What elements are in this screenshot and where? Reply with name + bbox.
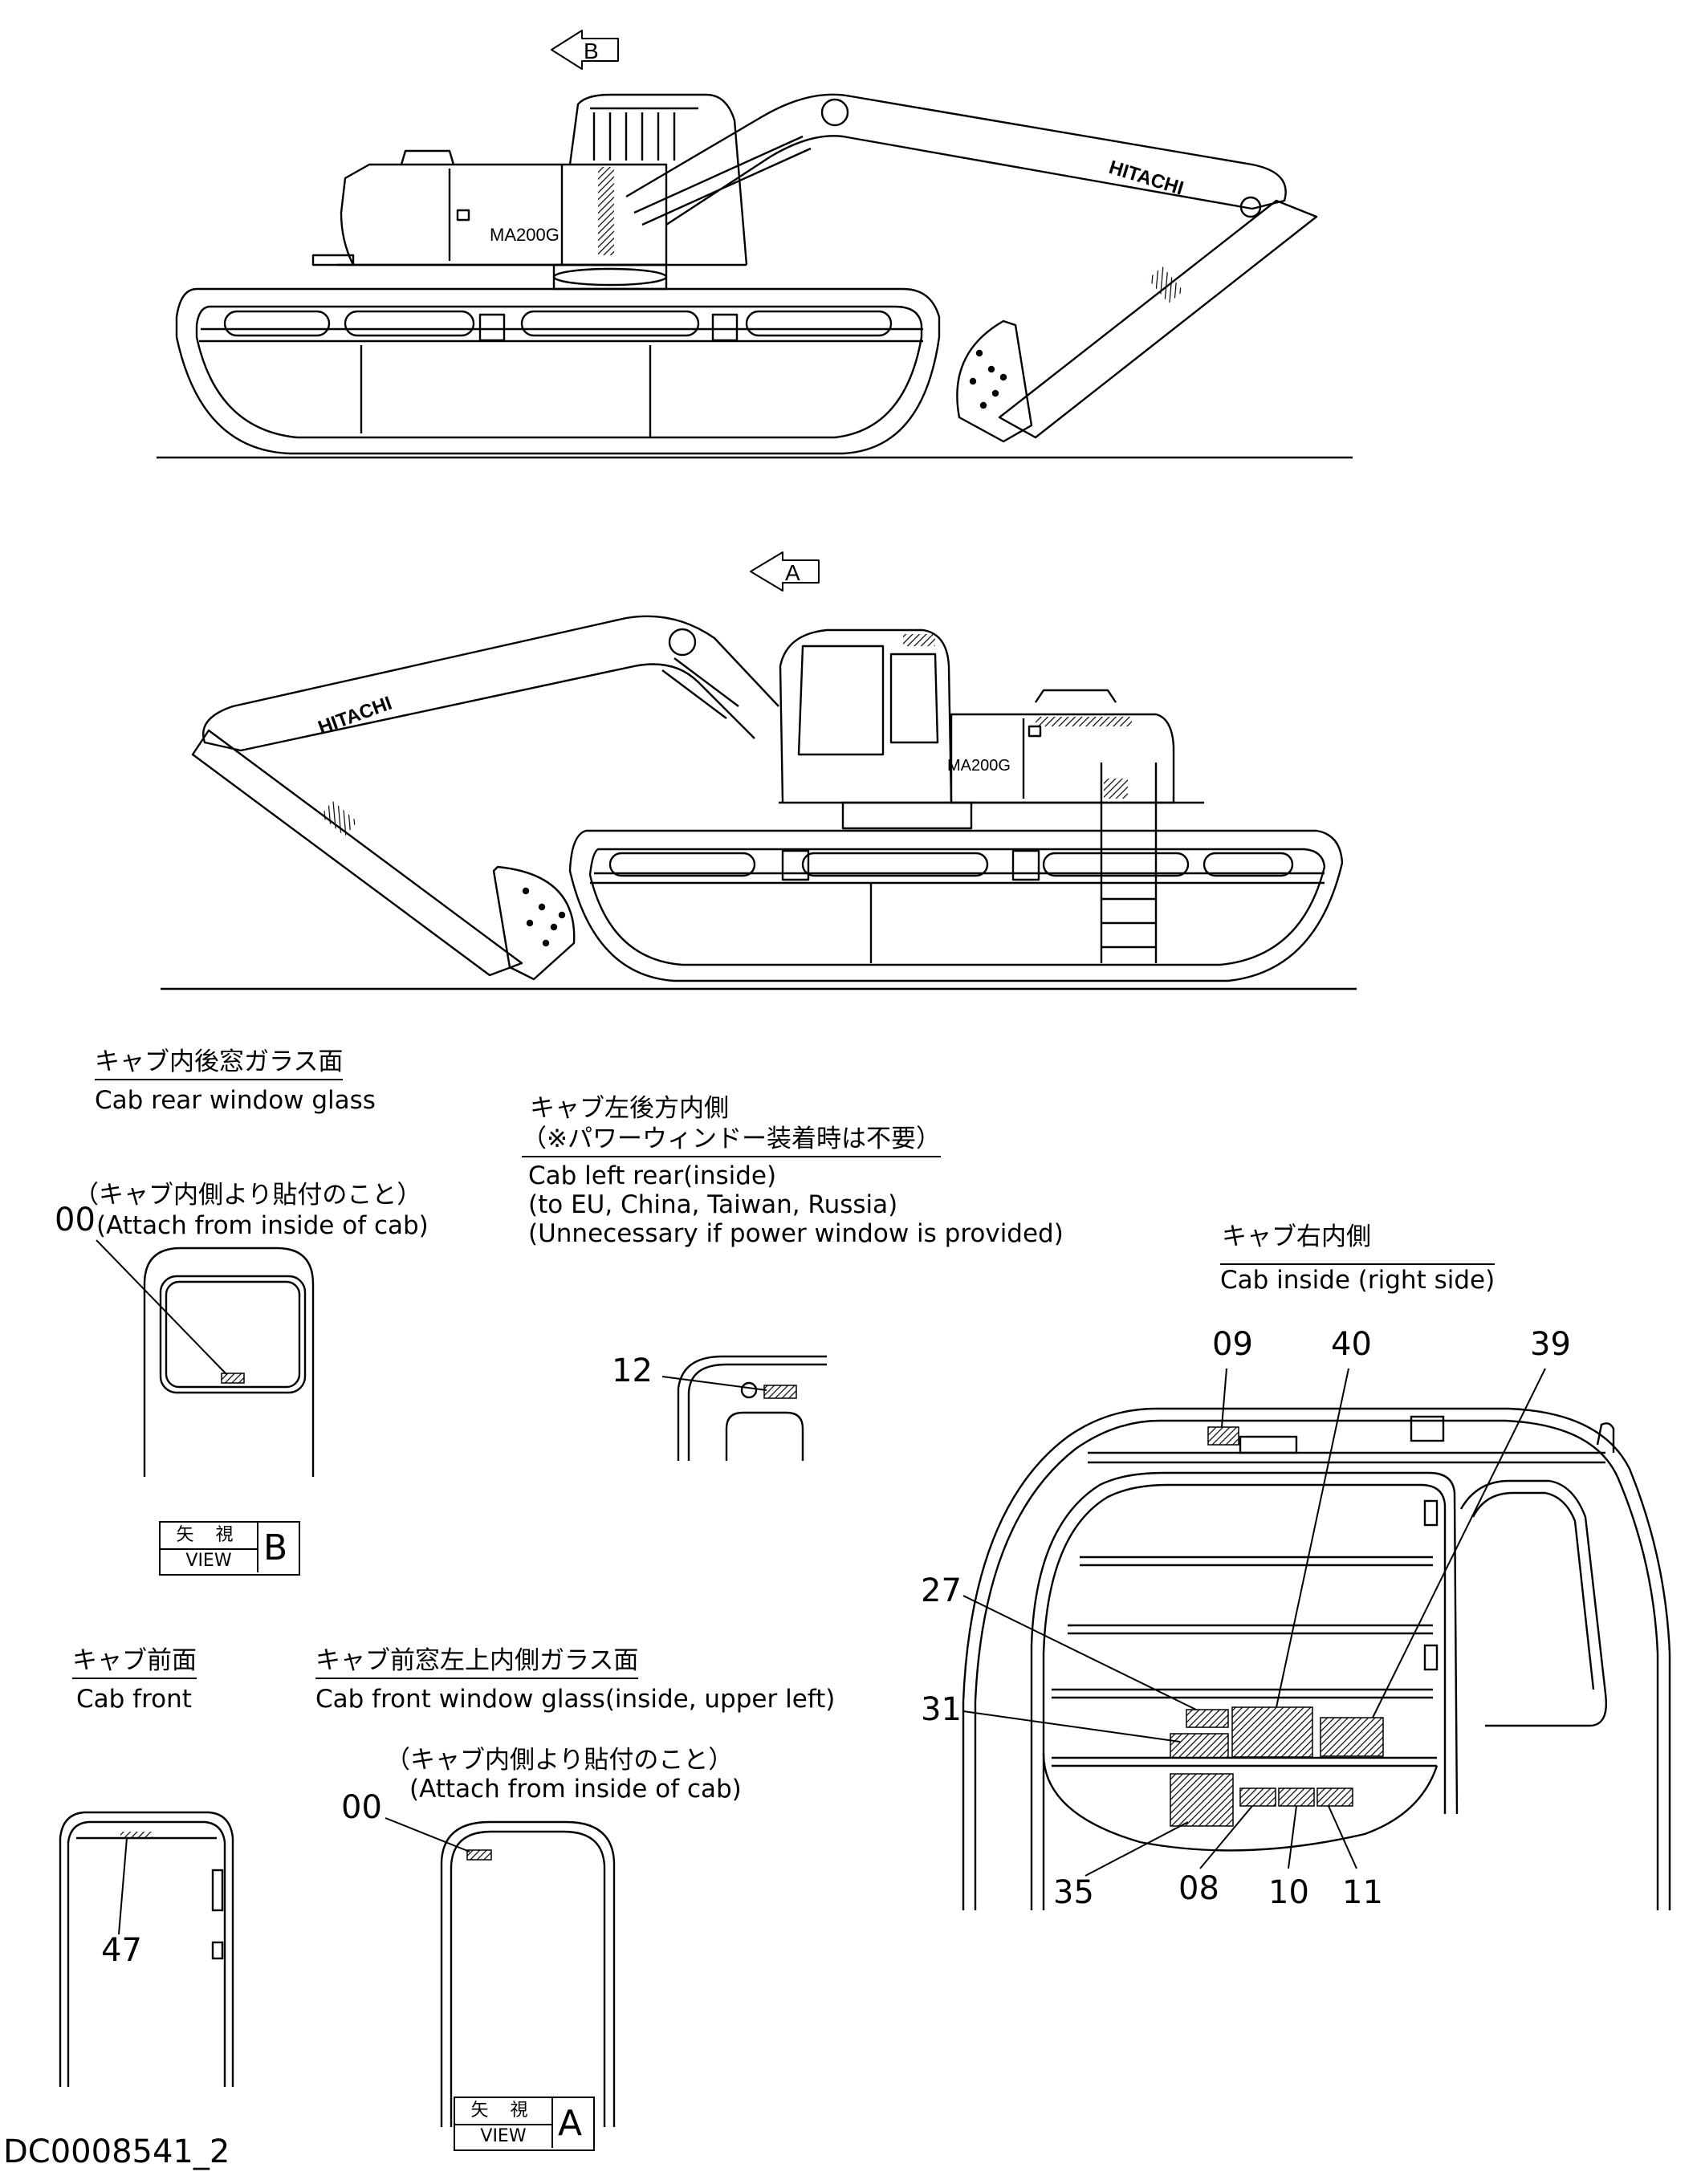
view-a-ja: 矢 視 <box>455 2098 553 2125</box>
part-number-label: 00 <box>341 1789 382 1826</box>
left-rear-line3: (Unnecessary if power window is provided… <box>528 1219 1064 1248</box>
left-rear-line2: (to EU, China, Taiwan, Russia) <box>528 1190 898 1219</box>
part-number-label: 12 <box>612 1352 653 1389</box>
drawing-code: DC0008541_2 <box>3 2133 230 2170</box>
svg-text:HITACHI: HITACHI <box>1106 157 1186 200</box>
part-number-label: 09 <box>1212 1326 1253 1363</box>
left-rear-line1: Cab left rear(inside) <box>528 1161 777 1190</box>
rear-glass-note-ja: （キャブ内側より貼付のこと） <box>74 1181 422 1210</box>
part-number-label: 11 <box>1342 1874 1383 1911</box>
side-view-right: MA200G HITACHI B <box>157 30 1353 459</box>
part-number-label: 40 <box>1331 1326 1372 1363</box>
part-number-label: 35 <box>1053 1874 1094 1911</box>
view-b-letter: B <box>263 1527 288 1568</box>
view-b-box: 矢 視 VIEW B <box>159 1521 300 1576</box>
rear-glass-title-en: Cab rear window glass <box>95 1086 376 1115</box>
cab-front-drawing <box>59 1811 234 2087</box>
right-inside-title-ja: キャブ右内側 <box>1222 1222 1371 1251</box>
left-rear-note-ja: （※パワーウィンドー装着時は不要） <box>522 1125 941 1157</box>
right-inside-title-en: Cab inside (right side) <box>1220 1263 1495 1295</box>
part-number-label: 00 <box>55 1202 96 1238</box>
view-a-en: VIEW <box>455 2125 553 2148</box>
front-glass-note-en: (Attach from inside of cab) <box>409 1775 742 1804</box>
view-a-box: 矢 視 VIEW A <box>454 2097 595 2151</box>
svg-text:A: A <box>785 560 800 585</box>
svg-text:HITACHI: HITACHI <box>315 693 395 739</box>
front-glass-title-en: Cab front window glass(inside, upper lef… <box>315 1685 836 1714</box>
side-view-left: MA200G HITACHI A <box>161 551 1357 990</box>
left-rear-drawing <box>661 1355 827 1461</box>
view-b-en: VIEW <box>161 1550 258 1572</box>
front-window-drawing <box>385 1817 616 2127</box>
svg-text:MA200G: MA200G <box>947 757 1011 775</box>
cab-front-title-ja: キャブ前面 <box>72 1646 197 1679</box>
rear-glass-title-ja: キャブ内後窓ガラス面 <box>95 1047 344 1080</box>
svg-text:MA200G: MA200G <box>490 225 560 245</box>
part-number-label: 10 <box>1268 1874 1309 1911</box>
front-glass-title-ja: キャブ前窓左上内側ガラス面 <box>315 1646 639 1679</box>
view-b-ja: 矢 視 <box>161 1523 258 1550</box>
rear-window-drawing <box>96 1239 315 1477</box>
cab-right-drawing <box>962 1368 1671 1910</box>
svg-text:B: B <box>584 39 599 63</box>
cab-front-title-en: Cab front <box>76 1685 192 1714</box>
part-number-label: 39 <box>1530 1326 1571 1363</box>
part-number-label: 47 <box>101 1932 142 1969</box>
part-number-label: 31 <box>921 1691 962 1728</box>
front-glass-note-ja: （キャブ内側より貼付のこと） <box>385 1746 734 1775</box>
part-number-label: 27 <box>921 1572 962 1609</box>
part-number-label: 08 <box>1178 1870 1219 1907</box>
rear-glass-note-en: (Attach from inside of cab) <box>96 1211 429 1240</box>
view-a-letter: A <box>558 2103 583 2144</box>
left-rear-title-ja: キャブ左後方内側 <box>530 1094 729 1123</box>
